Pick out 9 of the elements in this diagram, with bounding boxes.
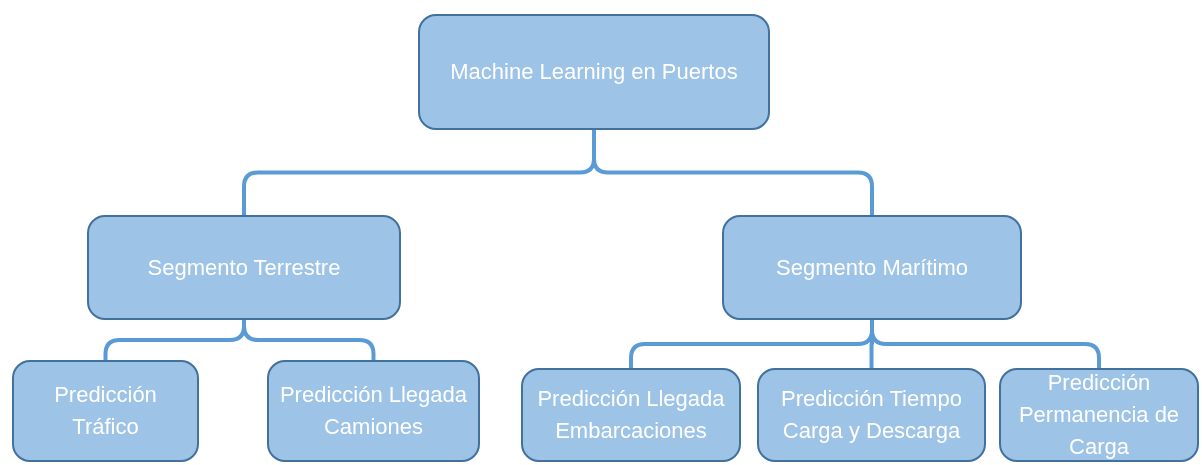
topic-box: Segmento Marítimo [722,215,1022,320]
topic-box: Predicción Llegada Embarcaciones [521,368,741,462]
topic-box: Predicción Llegada Camiones [267,360,480,462]
topic-box: Predicción Tráfico [12,360,199,462]
topic-box: Predicción Permanencia de Carga [999,368,1199,462]
topic-box: Predicción Tiempo Carga y Descarga [757,368,986,462]
topic-box: Segmento Terrestre [87,215,401,320]
topic-box: Machine Learning en Puertos [418,14,770,130]
connector-line [592,130,874,215]
